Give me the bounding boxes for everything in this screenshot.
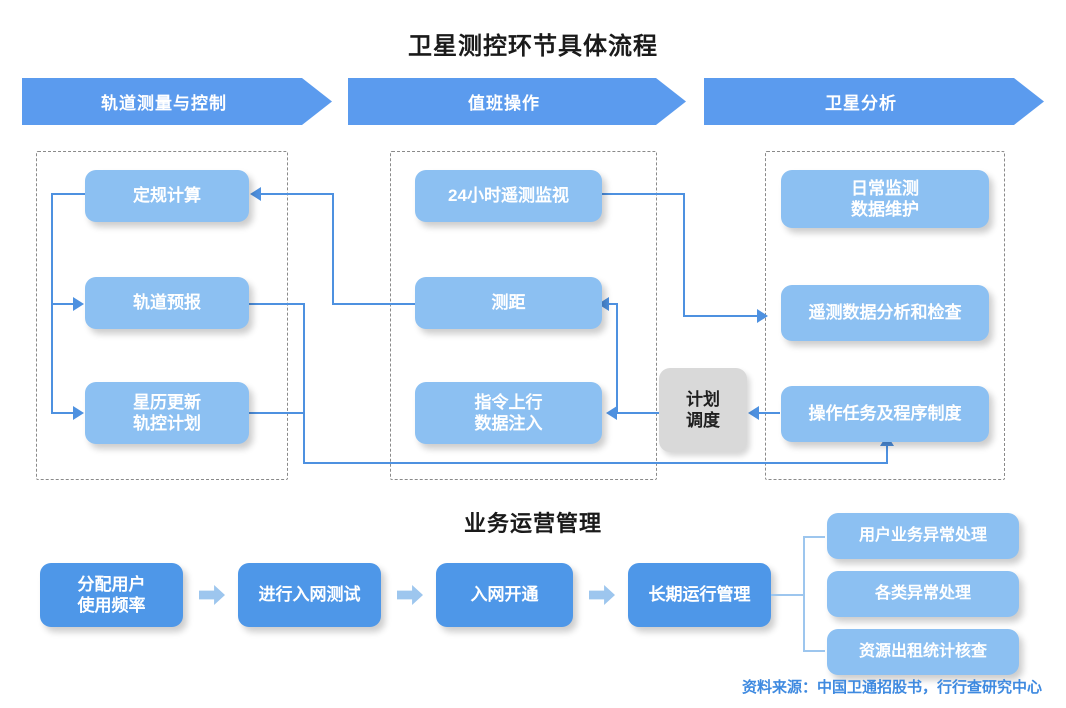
node-branch-2-label: 各类异常处理 <box>874 585 971 602</box>
node-guidao-yubao[interactable]: 轨道预报 <box>85 277 249 329</box>
page-title: 卫星测控环节具体流程 <box>408 33 658 60</box>
node-xingli-gengxin-line1: 星历更新 <box>133 392 201 412</box>
group-frame-orbit <box>36 151 288 480</box>
node-zhiling-shangxing-line2: 数据注入 <box>474 414 543 433</box>
node-branch-2[interactable]: 各类异常处理 <box>827 571 1019 617</box>
node-xingli-gengxin[interactable]: 星历更新 轨控计划 <box>85 382 249 444</box>
node-xingli-gengxin-label: 星历更新 轨控计划 <box>133 392 201 435</box>
arrowhead-to-zhiling-shangxing <box>606 406 617 420</box>
node-xingli-gengxin-line2: 轨控计划 <box>133 414 201 433</box>
flow-arrow-1 <box>199 585 225 605</box>
node-24h-yaoce-jianshi-label: 24小时遥测监视 <box>448 186 569 206</box>
node-branch-3[interactable]: 资源出租统计核查 <box>827 629 1019 675</box>
node-richang-jiance[interactable]: 日常监测 数据维护 <box>781 170 989 228</box>
arrowhead-to-guidao-yubao <box>73 297 84 311</box>
connector-guidao-descender <box>303 303 305 463</box>
node-zhiling-shangxing-line1: 指令上行 <box>474 392 543 412</box>
node-zhiling-shangxing-label: 指令上行 数据注入 <box>475 392 543 435</box>
source-note: 资料来源：中国卫通招股书，行行查研究中心 <box>741 679 1042 696</box>
phase-banner-analysis-label: 卫星分析 <box>825 94 897 113</box>
node-branch-3-label: 资源出租统计核查 <box>858 643 987 660</box>
connector-dinggui-to-bus <box>51 193 87 195</box>
node-op-step-1[interactable]: 分配用户 使用频率 <box>40 563 183 627</box>
node-richang-jiance-line2: 数据维护 <box>851 200 919 219</box>
connector-ceju-to-dinggui <box>259 193 334 195</box>
connector-yaoce-to-fenxi <box>683 315 759 317</box>
section-title-operations: 业务运营管理 <box>463 511 602 536</box>
connector-caozuo-to-jihua <box>757 412 780 414</box>
phase-banner-orbit-label: 轨道测量与控制 <box>101 94 227 113</box>
node-caozuo-renwu[interactable]: 操作任务及程序制度 <box>781 386 989 442</box>
arrowhead-to-dinggui-jisuan <box>250 187 261 201</box>
node-guidao-yubao-label: 轨道预报 <box>133 293 201 313</box>
connector-guidao-right-stub <box>249 303 305 305</box>
node-ceju-label: 测距 <box>491 293 526 313</box>
node-richang-jiance-line1: 日常监测 <box>851 178 919 198</box>
node-dinggui-jisuan[interactable]: 定规计算 <box>85 170 249 222</box>
node-caozuo-renwu-label: 操作任务及程序制度 <box>808 404 962 424</box>
node-op-step-4-label: 长期运行管理 <box>648 585 751 605</box>
node-op-step-2-label: 进行入网测试 <box>258 585 361 605</box>
node-zhiling-shangxing[interactable]: 指令上行 数据注入 <box>415 382 602 444</box>
phase-banner-orbit: 轨道测量与控制 <box>22 78 332 125</box>
arrowhead-to-xingli-gengxin <box>73 406 84 420</box>
node-dinggui-jisuan-label: 定规计算 <box>133 186 201 206</box>
connector-bus-to-guidao <box>51 303 75 305</box>
node-jihua-diaodu-line2: 调度 <box>686 411 720 430</box>
connector-jihua-to-zhiling <box>616 412 660 414</box>
phase-banner-duty: 值班操作 <box>348 78 686 125</box>
connector-bottom-bus <box>303 462 888 464</box>
node-op-step-1-line2: 使用频率 <box>77 596 146 615</box>
node-24h-yaoce-jianshi[interactable]: 24小时遥测监视 <box>415 170 602 222</box>
node-branch-1-label: 用户业务异常处理 <box>858 527 987 544</box>
node-yaoce-fenxi[interactable]: 遥测数据分析和检查 <box>781 285 989 341</box>
connector-bottom-bus-riser <box>886 445 888 464</box>
flow-arrow-3 <box>589 585 615 605</box>
node-yaoce-fenxi-label: 遥测数据分析和检查 <box>808 303 962 323</box>
node-branch-1[interactable]: 用户业务异常处理 <box>827 513 1019 559</box>
node-jihua-diaodu-label: 计划 调度 <box>686 389 720 432</box>
branch-bracket <box>803 536 827 652</box>
connector-xingli-right-stub <box>249 412 305 414</box>
node-richang-jiance-label: 日常监测 数据维护 <box>851 178 919 221</box>
connector-riser-to-ceju <box>606 303 618 305</box>
node-op-step-3-label: 入网开通 <box>470 585 539 605</box>
node-jihua-diaodu[interactable]: 计划 调度 <box>659 368 747 452</box>
node-op-step-2[interactable]: 进行入网测试 <box>238 563 381 627</box>
node-op-step-3[interactable]: 入网开通 <box>436 563 573 627</box>
arrowhead-to-ceju <box>598 297 609 311</box>
phase-banner-analysis: 卫星分析 <box>704 78 1044 125</box>
group-frame-duty <box>390 151 657 480</box>
node-jihua-diaodu-line1: 计划 <box>686 389 720 409</box>
branch-bracket-stem <box>771 594 805 596</box>
connector-yaoce-descender <box>683 193 685 315</box>
phase-banner-duty-label: 值班操作 <box>468 94 540 113</box>
connector-yaoce-right-stub <box>602 193 685 195</box>
arrowhead-to-yaoce-fenxi <box>757 309 768 323</box>
connector-ceju-riser <box>332 193 334 305</box>
node-op-step-1-label: 分配用户 使用频率 <box>78 574 146 617</box>
connector-ceju-left-stub <box>332 303 416 305</box>
branch-bracket-top-arm <box>803 536 825 538</box>
connector-jihua-riser <box>616 303 618 413</box>
arrowhead-to-jihua-diaodu <box>748 406 759 420</box>
branch-bracket-bottom-arm <box>803 650 825 652</box>
node-ceju[interactable]: 测距 <box>415 277 602 329</box>
node-op-step-1-line1: 分配用户 <box>77 574 146 594</box>
flow-arrow-2 <box>397 585 423 605</box>
node-op-step-4[interactable]: 长期运行管理 <box>628 563 771 627</box>
connector-bus-to-xingli <box>51 412 75 414</box>
